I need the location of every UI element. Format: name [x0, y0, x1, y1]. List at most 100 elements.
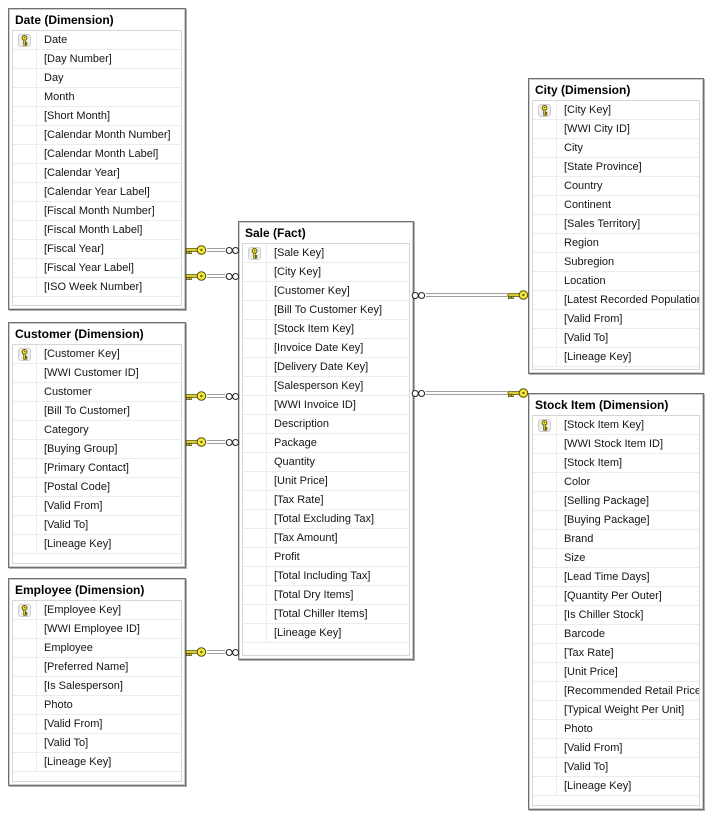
- column-row[interactable]: Category: [13, 421, 181, 440]
- column-row[interactable]: [Sales Territory]: [533, 215, 699, 234]
- column-row[interactable]: [Valid From]: [533, 739, 699, 758]
- column-row[interactable]: [Valid To]: [533, 329, 699, 348]
- column-row[interactable]: Location: [533, 272, 699, 291]
- column-row[interactable]: Subregion: [533, 253, 699, 272]
- column-row[interactable]: [Tax Rate]: [533, 644, 699, 663]
- column-row[interactable]: [Fiscal Month Label]: [13, 221, 181, 240]
- column-row[interactable]: Date: [13, 31, 181, 50]
- column-row[interactable]: [Customer Key]: [13, 345, 181, 364]
- column-row[interactable]: [Unit Price]: [533, 663, 699, 682]
- column-row[interactable]: [Customer Key]: [243, 282, 409, 301]
- column-row[interactable]: [Valid From]: [13, 715, 181, 734]
- column-row[interactable]: [Lineage Key]: [533, 777, 699, 796]
- column-row[interactable]: [Stock Item Key]: [243, 320, 409, 339]
- table-header-stock-item[interactable]: Stock Item (Dimension): [535, 398, 669, 412]
- column-row[interactable]: [Latest Recorded Population]: [533, 291, 699, 310]
- table-header-city[interactable]: City (Dimension): [535, 83, 631, 97]
- column-row[interactable]: Photo: [13, 696, 181, 715]
- column-row[interactable]: [Invoice Date Key]: [243, 339, 409, 358]
- relationship-line[interactable]: [207, 440, 225, 444]
- column-row[interactable]: Profit: [243, 548, 409, 567]
- column-row[interactable]: [Tax Rate]: [243, 491, 409, 510]
- column-row[interactable]: Continent: [533, 196, 699, 215]
- column-row[interactable]: [WWI Invoice ID]: [243, 396, 409, 415]
- column-row[interactable]: City: [533, 139, 699, 158]
- column-row[interactable]: Photo: [533, 720, 699, 739]
- column-row[interactable]: [Fiscal Year]: [13, 240, 181, 259]
- table-header-employee[interactable]: Employee (Dimension): [15, 583, 145, 597]
- column-row[interactable]: [Typical Weight Per Unit]: [533, 701, 699, 720]
- column-row[interactable]: [WWI Employee ID]: [13, 620, 181, 639]
- column-row[interactable]: [Valid To]: [533, 758, 699, 777]
- column-row[interactable]: Size: [533, 549, 699, 568]
- column-row[interactable]: [Lineage Key]: [533, 348, 699, 367]
- column-row[interactable]: [Fiscal Month Number]: [13, 202, 181, 221]
- relationship-line[interactable]: [207, 650, 225, 654]
- column-row[interactable]: [Primary Contact]: [13, 459, 181, 478]
- column-row[interactable]: [Valid From]: [13, 497, 181, 516]
- column-row[interactable]: [City Key]: [243, 263, 409, 282]
- column-row[interactable]: [Buying Package]: [533, 511, 699, 530]
- column-row[interactable]: [Sale Key]: [243, 244, 409, 263]
- column-row[interactable]: [Lineage Key]: [13, 535, 181, 554]
- column-row[interactable]: Barcode: [533, 625, 699, 644]
- column-row[interactable]: [City Key]: [533, 101, 699, 120]
- relationship-date-sale-2[interactable]: [185, 270, 240, 282]
- column-row[interactable]: [Tax Amount]: [243, 529, 409, 548]
- column-row[interactable]: [Total Chiller Items]: [243, 605, 409, 624]
- relationship-line[interactable]: [426, 293, 507, 297]
- column-row[interactable]: [Stock Item]: [533, 454, 699, 473]
- column-row[interactable]: Color: [533, 473, 699, 492]
- column-row[interactable]: [Calendar Month Label]: [13, 145, 181, 164]
- column-row[interactable]: [Lineage Key]: [13, 753, 181, 772]
- column-row[interactable]: [Is Salesperson]: [13, 677, 181, 696]
- column-row[interactable]: [Calendar Year Label]: [13, 183, 181, 202]
- column-row[interactable]: [WWI Customer ID]: [13, 364, 181, 383]
- relationship-employee-sale[interactable]: [185, 646, 240, 658]
- column-row[interactable]: [Preferred Name]: [13, 658, 181, 677]
- column-row[interactable]: [Calendar Year]: [13, 164, 181, 183]
- table-header-sale[interactable]: Sale (Fact): [245, 226, 306, 240]
- column-row[interactable]: [Is Chiller Stock]: [533, 606, 699, 625]
- column-row[interactable]: [Fiscal Year Label]: [13, 259, 181, 278]
- table-header-customer[interactable]: Customer (Dimension): [15, 327, 144, 341]
- column-row[interactable]: Day: [13, 69, 181, 88]
- column-row[interactable]: [Valid To]: [13, 516, 181, 535]
- column-row[interactable]: [Postal Code]: [13, 478, 181, 497]
- column-row[interactable]: [Lead Time Days]: [533, 568, 699, 587]
- column-row[interactable]: [Delivery Date Key]: [243, 358, 409, 377]
- column-row[interactable]: Month: [13, 88, 181, 107]
- column-row[interactable]: [Quantity Per Outer]: [533, 587, 699, 606]
- column-row[interactable]: [Valid From]: [533, 310, 699, 329]
- relationship-customer-sale-1[interactable]: [185, 390, 240, 402]
- column-row[interactable]: [Selling Package]: [533, 492, 699, 511]
- column-row[interactable]: [Salesperson Key]: [243, 377, 409, 396]
- column-row[interactable]: [Stock Item Key]: [533, 416, 699, 435]
- relationship-customer-sale-2[interactable]: [185, 436, 240, 448]
- column-row[interactable]: [Buying Group]: [13, 440, 181, 459]
- column-row[interactable]: Employee: [13, 639, 181, 658]
- relationship-line[interactable]: [426, 391, 507, 395]
- relationship-city-sale[interactable]: [411, 289, 529, 301]
- column-row[interactable]: [ISO Week Number]: [13, 278, 181, 297]
- column-row[interactable]: Country: [533, 177, 699, 196]
- column-row[interactable]: [Short Month]: [13, 107, 181, 126]
- column-row[interactable]: [Recommended Retail Price]: [533, 682, 699, 701]
- column-row[interactable]: Brand: [533, 530, 699, 549]
- column-row[interactable]: Description: [243, 415, 409, 434]
- relationship-line[interactable]: [207, 394, 225, 398]
- column-row[interactable]: [Bill To Customer]: [13, 402, 181, 421]
- column-row[interactable]: [Bill To Customer Key]: [243, 301, 409, 320]
- relationship-stockitem-sale[interactable]: [411, 387, 529, 399]
- column-row[interactable]: Customer: [13, 383, 181, 402]
- column-row[interactable]: [Unit Price]: [243, 472, 409, 491]
- relationship-date-sale-1[interactable]: [185, 244, 240, 256]
- column-row[interactable]: [Calendar Month Number]: [13, 126, 181, 145]
- column-row[interactable]: Quantity: [243, 453, 409, 472]
- column-row[interactable]: Package: [243, 434, 409, 453]
- column-row[interactable]: [Total Including Tax]: [243, 567, 409, 586]
- column-row[interactable]: [State Province]: [533, 158, 699, 177]
- column-row[interactable]: [WWI Stock Item ID]: [533, 435, 699, 454]
- column-row[interactable]: [Employee Key]: [13, 601, 181, 620]
- table-header-date[interactable]: Date (Dimension): [15, 13, 114, 27]
